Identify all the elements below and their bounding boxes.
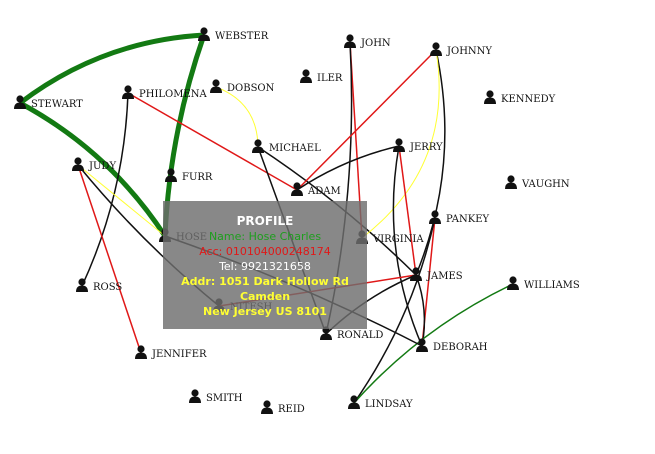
node-jennifer[interactable]: JENNIFER <box>135 345 207 360</box>
node-label: WILLIAMS <box>524 280 580 291</box>
edge-philomena-ross <box>81 92 129 287</box>
node-label: JAMES <box>426 271 463 282</box>
node-philomena[interactable]: PHILOMENA <box>122 85 208 100</box>
edge-stewart-hose <box>18 100 168 238</box>
edge-jerry-adam <box>296 145 400 191</box>
node-label: SMITH <box>206 393 243 404</box>
person-icon <box>505 175 517 189</box>
node-label: VIRGINIA <box>372 234 424 245</box>
person-icon <box>189 389 201 403</box>
edge-jerry-deborah <box>392 145 423 347</box>
node-kennedy[interactable]: KENNEDY <box>484 90 556 105</box>
person-icon <box>430 42 442 56</box>
node-label: DOBSON <box>227 83 275 94</box>
person-icon <box>198 27 210 41</box>
profile-title: PROFILE <box>236 214 294 228</box>
person-icon <box>300 69 312 83</box>
node-lindsay[interactable]: LINDSAY <box>348 395 413 410</box>
profile-address-line1: Addr: 1051 Dark Hollow Rd Camden <box>181 275 349 303</box>
person-icon <box>348 395 360 409</box>
node-michael[interactable]: MICHAEL <box>252 139 321 154</box>
person-icon <box>165 168 177 182</box>
node-label: PHILOMENA <box>139 89 208 100</box>
person-icon <box>252 139 264 153</box>
node-label: JERRY <box>409 142 443 153</box>
person-icon <box>291 182 303 196</box>
person-icon <box>344 34 356 48</box>
person-icon <box>261 400 273 414</box>
node-smith[interactable]: SMITH <box>189 389 243 404</box>
edge-stewart-webster <box>18 32 205 105</box>
person-icon <box>416 338 428 352</box>
profile-account: Acc: 010104000248174 <box>199 245 331 258</box>
node-furr[interactable]: FURR <box>165 168 213 183</box>
person-icon <box>210 79 222 93</box>
edge-judy-jennifer <box>77 164 142 354</box>
node-label: JUDY <box>88 161 116 172</box>
person-icon <box>393 138 405 152</box>
profile-address-line2: New Jersey US 8101 <box>203 305 327 318</box>
node-label: ILER <box>317 73 343 84</box>
profile-tooltip: PROFILE Name: Hose Charles Acc: 01010400… <box>163 201 367 329</box>
node-jerry[interactable]: JERRY <box>393 138 443 153</box>
node-webster[interactable]: WEBSTER <box>198 27 269 42</box>
person-icon <box>14 95 26 109</box>
node-label: MICHAEL <box>269 143 321 154</box>
edge-johnny-virginia <box>361 49 440 239</box>
edge-dobson-michael <box>215 86 259 148</box>
node-label: JOHN <box>360 38 391 49</box>
edge-johnny-james <box>415 49 446 276</box>
node-ross[interactable]: ROSS <box>76 278 122 293</box>
person-icon <box>484 90 496 104</box>
node-johnny[interactable]: JOHNNY <box>430 42 492 57</box>
node-label: ROSS <box>93 282 122 293</box>
node-reid[interactable]: REID <box>261 400 305 415</box>
node-adam[interactable]: ADAM <box>291 182 341 197</box>
node-label: RONALD <box>337 330 383 341</box>
person-icon <box>135 345 147 359</box>
edge-philomena-adam <box>127 92 298 191</box>
node-pankey[interactable]: PANKEY <box>429 210 490 225</box>
node-label: FURR <box>182 172 213 183</box>
profile-telephone: Tel: 9921321658 <box>219 260 311 273</box>
node-james[interactable]: JAMES <box>410 267 463 282</box>
edge-johnny-adam <box>296 49 437 191</box>
node-label: LINDSAY <box>365 399 413 410</box>
node-dobson[interactable]: DOBSON <box>210 79 275 94</box>
person-icon <box>122 85 134 99</box>
node-label: JENNIFER <box>151 349 207 360</box>
node-label: KENNEDY <box>501 94 556 105</box>
profile-name: Name: Hose Charles <box>208 230 322 243</box>
node-stewart[interactable]: STEWART <box>14 95 83 110</box>
person-icon <box>72 157 84 171</box>
person-icon <box>410 267 422 281</box>
edge-williams-lindsay <box>353 283 514 404</box>
node-label: ADAM <box>307 186 341 197</box>
edge-jerry-james <box>398 145 417 276</box>
edge-judy-hose <box>77 164 166 237</box>
node-john[interactable]: JOHN <box>344 34 391 49</box>
person-icon <box>429 210 441 224</box>
person-icon <box>507 276 519 290</box>
node-label: STEWART <box>31 99 83 110</box>
node-label: PANKEY <box>446 214 490 225</box>
node-judy[interactable]: JUDY <box>72 157 116 172</box>
node-label: VAUGHN <box>521 179 570 190</box>
node-label: JOHNNY <box>446 46 492 57</box>
node-label: DEBORAH <box>433 342 488 353</box>
node-deborah[interactable]: DEBORAH <box>416 338 488 353</box>
node-label: REID <box>278 404 305 415</box>
node-iler[interactable]: ILER <box>300 69 343 84</box>
node-label: WEBSTER <box>215 31 269 42</box>
person-icon <box>76 278 88 292</box>
node-williams[interactable]: WILLIAMS <box>507 276 580 291</box>
edge-pankey-lindsay <box>353 217 436 404</box>
node-vaughn[interactable]: VAUGHN <box>505 175 570 190</box>
